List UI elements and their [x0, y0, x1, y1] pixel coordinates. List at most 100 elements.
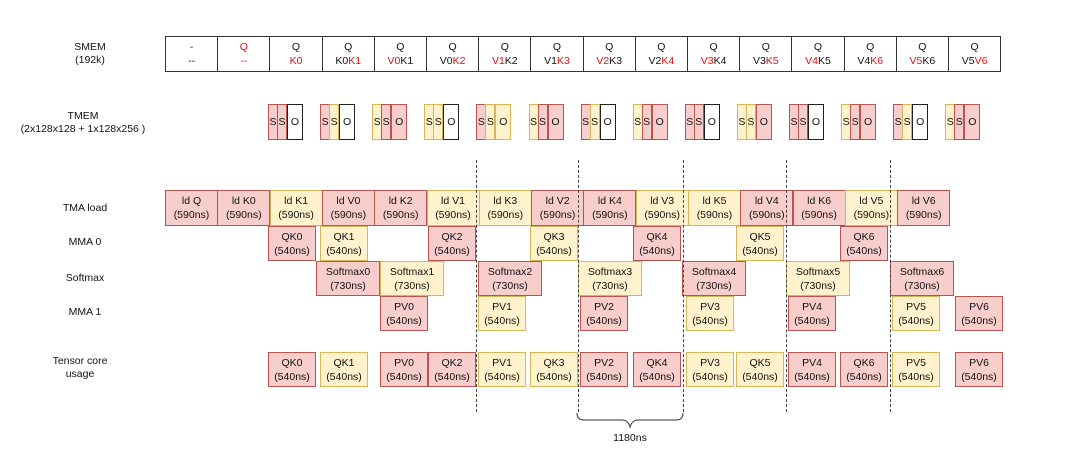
tmem-buffer-13-2: O — [964, 104, 981, 140]
divider-4 — [890, 160, 891, 412]
tensor-pv6: PV6(540ns) — [955, 352, 1003, 387]
softmax-softmax6: Softmax6(730ns) — [890, 261, 954, 296]
tma-ld-k3: ld K3(590ns) — [478, 190, 532, 226]
tmem-buffer-4-2: O — [495, 104, 512, 140]
tmem-buffer-11-1: S — [850, 104, 861, 140]
tensor-pv5: PV5(540ns) — [892, 352, 940, 387]
tmem-buffer-11-2: O — [860, 104, 877, 140]
tma-ld-v2: ld V2(590ns) — [531, 190, 585, 226]
mma1-pv5: PV5(540ns) — [892, 296, 940, 331]
tma-ld-k4: ld K4(590ns) — [583, 190, 637, 226]
tma-ld-v0: ld V0(590ns) — [321, 190, 375, 226]
tensor-qk5: QK5(540ns) — [736, 352, 784, 387]
mma1-pv4: PV4(540ns) — [788, 296, 836, 331]
tensor-pv4: PV4(540ns) — [788, 352, 836, 387]
divider-3 — [786, 160, 787, 412]
mma0-label: MMA 0 — [68, 236, 102, 248]
divider-0 — [476, 160, 477, 412]
tensor-qk4: QK4(540ns) — [633, 352, 681, 387]
tmem-buffer-12-1: S — [902, 104, 913, 140]
tma-ld-v3: ld V3(590ns) — [635, 190, 689, 226]
tma-ld-v5: ld V5(590ns) — [844, 190, 898, 226]
tma-ld-v4: ld V4(590ns) — [740, 190, 794, 226]
mma0-qk5: QK5(540ns) — [736, 226, 784, 261]
softmax-softmax1: Softmax1(730ns) — [380, 261, 444, 296]
tensor-qk2: QK2(540ns) — [428, 352, 476, 387]
mma1-pv1: PV1(540ns) — [478, 296, 526, 331]
tma-ld-k6: ld K6(590ns) — [792, 190, 846, 226]
tmem-buffer-8-2: O — [703, 104, 720, 140]
period-label: 1180ns — [613, 432, 647, 444]
mma0-qk6: QK6(540ns) — [840, 226, 888, 261]
tmem-buffer-12-2: O — [912, 104, 929, 140]
tma-ld-k5: ld K5(590ns) — [688, 190, 741, 226]
tmem-buffer-5-1: S — [537, 104, 548, 140]
tensor-qk0: QK0(540ns) — [268, 352, 316, 387]
tma-ld-q: ld Q(590ns) — [165, 190, 218, 226]
tmem-buffer-3-2: O — [443, 104, 460, 140]
tma-ld-v1: ld V1(590ns) — [426, 190, 480, 226]
mma0-qk0: QK0(540ns) — [268, 226, 316, 261]
tma-load-label: TMA load — [62, 202, 108, 214]
tmem-buffer-7-1: S — [641, 104, 652, 140]
tmem-buffer-6-1: S — [589, 104, 600, 140]
softmax-label: Softmax — [65, 272, 105, 284]
tmem-buffer-13-1: S — [954, 104, 965, 140]
tmem-buffer-7-2: O — [651, 104, 668, 140]
tmem-buffer-1-2: O — [339, 104, 356, 140]
tensor-pv3: PV3(540ns) — [686, 352, 734, 387]
tensor-pv2: PV2(540ns) — [580, 352, 628, 387]
softmax-softmax4: Softmax4(730ns) — [682, 261, 746, 296]
tmem-buffer-0-1: S — [277, 104, 287, 140]
tma-ld-v6: ld V6(590ns) — [897, 190, 951, 226]
mma0-qk4: QK4(540ns) — [633, 226, 681, 261]
smem-slot-0: --- — [165, 36, 219, 72]
tmem-buffer-8-1: S — [693, 104, 704, 140]
tensor-qk1: QK1(540ns) — [320, 352, 368, 387]
tmem-buffer-5-2: O — [547, 104, 564, 140]
mma1-pv3: PV3(540ns) — [686, 296, 734, 331]
mma1-label: MMA 1 — [68, 306, 102, 318]
mma1-pv2: PV2(540ns) — [580, 296, 628, 331]
mma1-pv0: PV0(540ns) — [380, 296, 428, 331]
tmem-buffer-6-2: O — [599, 104, 616, 140]
smem-label: SMEM (192k) — [74, 41, 106, 66]
tmem-buffer-10-1: S — [798, 104, 808, 140]
tma-ld-k1: ld K1(590ns) — [269, 190, 323, 226]
divider-2 — [683, 160, 684, 412]
tmem-buffer-1-1: S — [329, 104, 340, 140]
smem-slot-1: Q-- — [217, 36, 271, 72]
tensor-qk6: QK6(540ns) — [840, 352, 888, 387]
mma1-pv6: PV6(540ns) — [955, 296, 1003, 331]
tmem-buffer-10-2: O — [808, 104, 824, 140]
tmem-label: TMEM (2x128x128 + 1x128x256 ) — [20, 110, 146, 135]
tensor-core-usage-label: Tensor core usage — [52, 355, 108, 380]
mma0-qk1: QK1(540ns) — [320, 226, 368, 261]
tmem-buffer-0-2: O — [287, 104, 303, 140]
tmem-buffer-4-1: S — [485, 104, 496, 140]
softmax-softmax3: Softmax3(730ns) — [578, 261, 642, 296]
softmax-softmax5: Softmax5(730ns) — [786, 261, 850, 296]
softmax-softmax0: Softmax0(730ns) — [316, 261, 380, 296]
tensor-pv0: PV0(540ns) — [380, 352, 428, 387]
tma-ld-k2: ld K2(590ns) — [374, 190, 428, 226]
mma0-qk3: QK3(540ns) — [530, 226, 578, 261]
tmem-buffer-2-1: S — [381, 104, 392, 140]
tmem-buffer-9-2: O — [755, 104, 772, 140]
tensor-pv1: PV1(540ns) — [478, 352, 526, 387]
mma0-qk2: QK2(540ns) — [428, 226, 476, 261]
softmax-softmax2: Softmax2(730ns) — [478, 261, 542, 296]
